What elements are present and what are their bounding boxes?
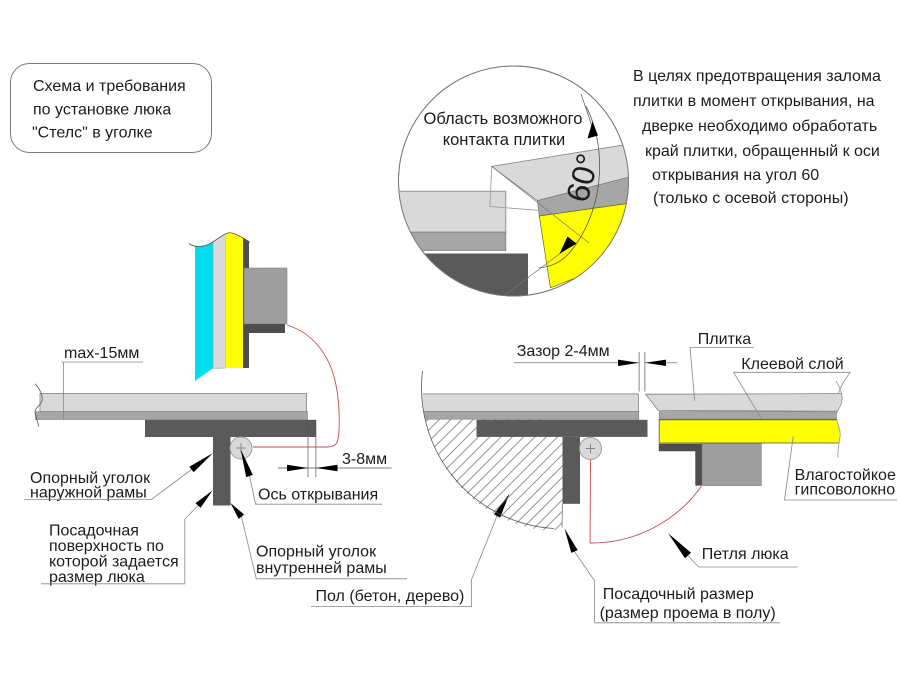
svg-text:3-8мм: 3-8мм (342, 451, 387, 468)
svg-text:Влагостойкое: Влагостойкое (795, 467, 896, 484)
svg-text:открывания на угол 60: открывания на угол 60 (652, 167, 819, 184)
svg-text:плитки в момент открывания, на: плитки в момент открывания, на (633, 93, 875, 110)
svg-text:Клеевой слой: Клеевой слой (741, 356, 843, 373)
svg-text:контакта плитки: контакта плитки (443, 131, 566, 149)
svg-text:край плитки, обращенный к оси: край плитки, обращенный к оси (645, 143, 880, 160)
svg-text:по установке люка: по установке люка (33, 102, 171, 119)
svg-text:(размер проема в полу): (размер проема в полу) (600, 605, 776, 622)
svg-text:Плитка: Плитка (698, 331, 751, 348)
svg-text:Ось открывания: Ось открывания (258, 487, 378, 504)
svg-text:(только с осевой стороны): (только с осевой стороны) (653, 190, 849, 207)
svg-text:Опорный уголок: Опорный уголок (30, 470, 151, 487)
svg-text:Опорный уголок: Опорный уголок (256, 544, 377, 561)
svg-text:max-15мм: max-15мм (64, 345, 139, 362)
svg-text:которой задается: которой задается (49, 554, 179, 571)
svg-text:поверхность по: поверхность по (49, 538, 164, 555)
svg-text:Петля люка: Петля люка (702, 546, 789, 563)
svg-text:дверке необходимо обработать: дверке необходимо обработать (642, 118, 877, 135)
svg-text:наружной рамы: наружной рамы (30, 485, 147, 502)
svg-text:гипсоволокно: гипсоволокно (795, 482, 896, 499)
svg-text:"Стелс" в уголке: "Стелс" в уголке (32, 125, 153, 142)
svg-text:Зазор 2-4мм: Зазор 2-4мм (517, 343, 610, 360)
svg-text:Посадочная: Посадочная (49, 523, 139, 540)
svg-text:Схема и требования: Схема и требования (33, 78, 186, 95)
svg-text:В целях предотвращения залома: В целях предотвращения залома (633, 68, 881, 85)
svg-text:Посадочный размер: Посадочный размер (603, 586, 754, 603)
svg-text:Пол (бетон, дерево): Пол (бетон, дерево) (316, 588, 465, 605)
svg-text:размер люка: размер люка (49, 569, 145, 586)
svg-text:внутренней рамы: внутренней рамы (256, 560, 387, 577)
svg-text:Область возможного: Область возможного (424, 110, 583, 128)
